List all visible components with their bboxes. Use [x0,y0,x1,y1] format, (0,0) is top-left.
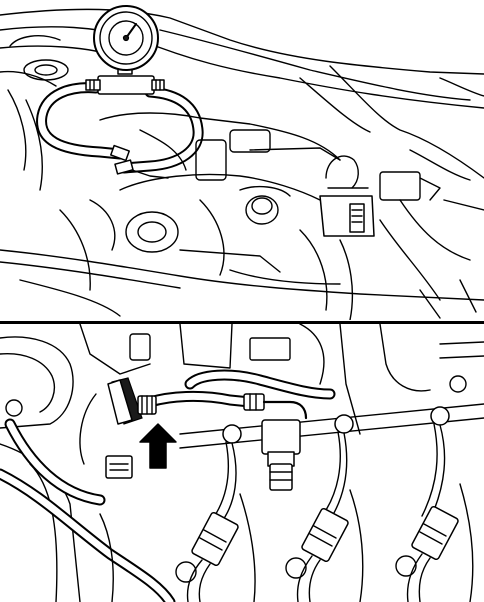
wiring-harness [0,418,176,602]
fuel-rail [179,403,484,491]
fuel-rail-drawing [0,324,484,602]
panel-fuel-rail [0,324,484,602]
direction-arrow-icon [139,423,177,469]
hose-connectors [110,144,169,179]
panel-divider [0,321,484,324]
hose-fitting [243,393,308,420]
engine-cover [89,112,341,276]
injector-pipes [211,423,446,525]
lower-pipes [0,209,484,319]
panel-engine-bay [0,5,484,320]
reservoir-cap [319,155,375,237]
hood-outline [0,8,484,179]
fuel-line-loop [36,82,204,174]
quick-connector [79,377,157,465]
injector-wires [175,483,474,602]
strut-tower-left [7,35,69,191]
engine-bay-drawing [0,5,484,320]
fuel-supply-hose [144,369,336,408]
injector-connectors [191,505,459,567]
lower-left-parts [99,455,133,602]
pressure-gauge-icon [85,5,165,95]
right-side-components [299,149,484,320]
